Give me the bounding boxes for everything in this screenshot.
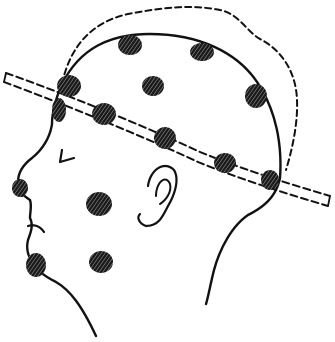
spot-group	[12, 35, 279, 277]
spot	[57, 75, 81, 97]
spot	[214, 153, 236, 173]
spot	[52, 98, 66, 122]
spot	[261, 170, 279, 190]
spot	[89, 251, 113, 273]
eye	[60, 150, 74, 162]
spot	[190, 43, 214, 61]
spot	[26, 253, 46, 277]
spot	[12, 179, 28, 197]
spot	[154, 127, 176, 149]
spot	[92, 103, 116, 125]
spot	[142, 76, 164, 96]
spot	[245, 84, 267, 108]
ear-inner	[156, 180, 170, 204]
ear	[138, 166, 176, 226]
spot	[118, 35, 142, 55]
face-profile	[18, 84, 96, 336]
spot	[86, 192, 112, 216]
